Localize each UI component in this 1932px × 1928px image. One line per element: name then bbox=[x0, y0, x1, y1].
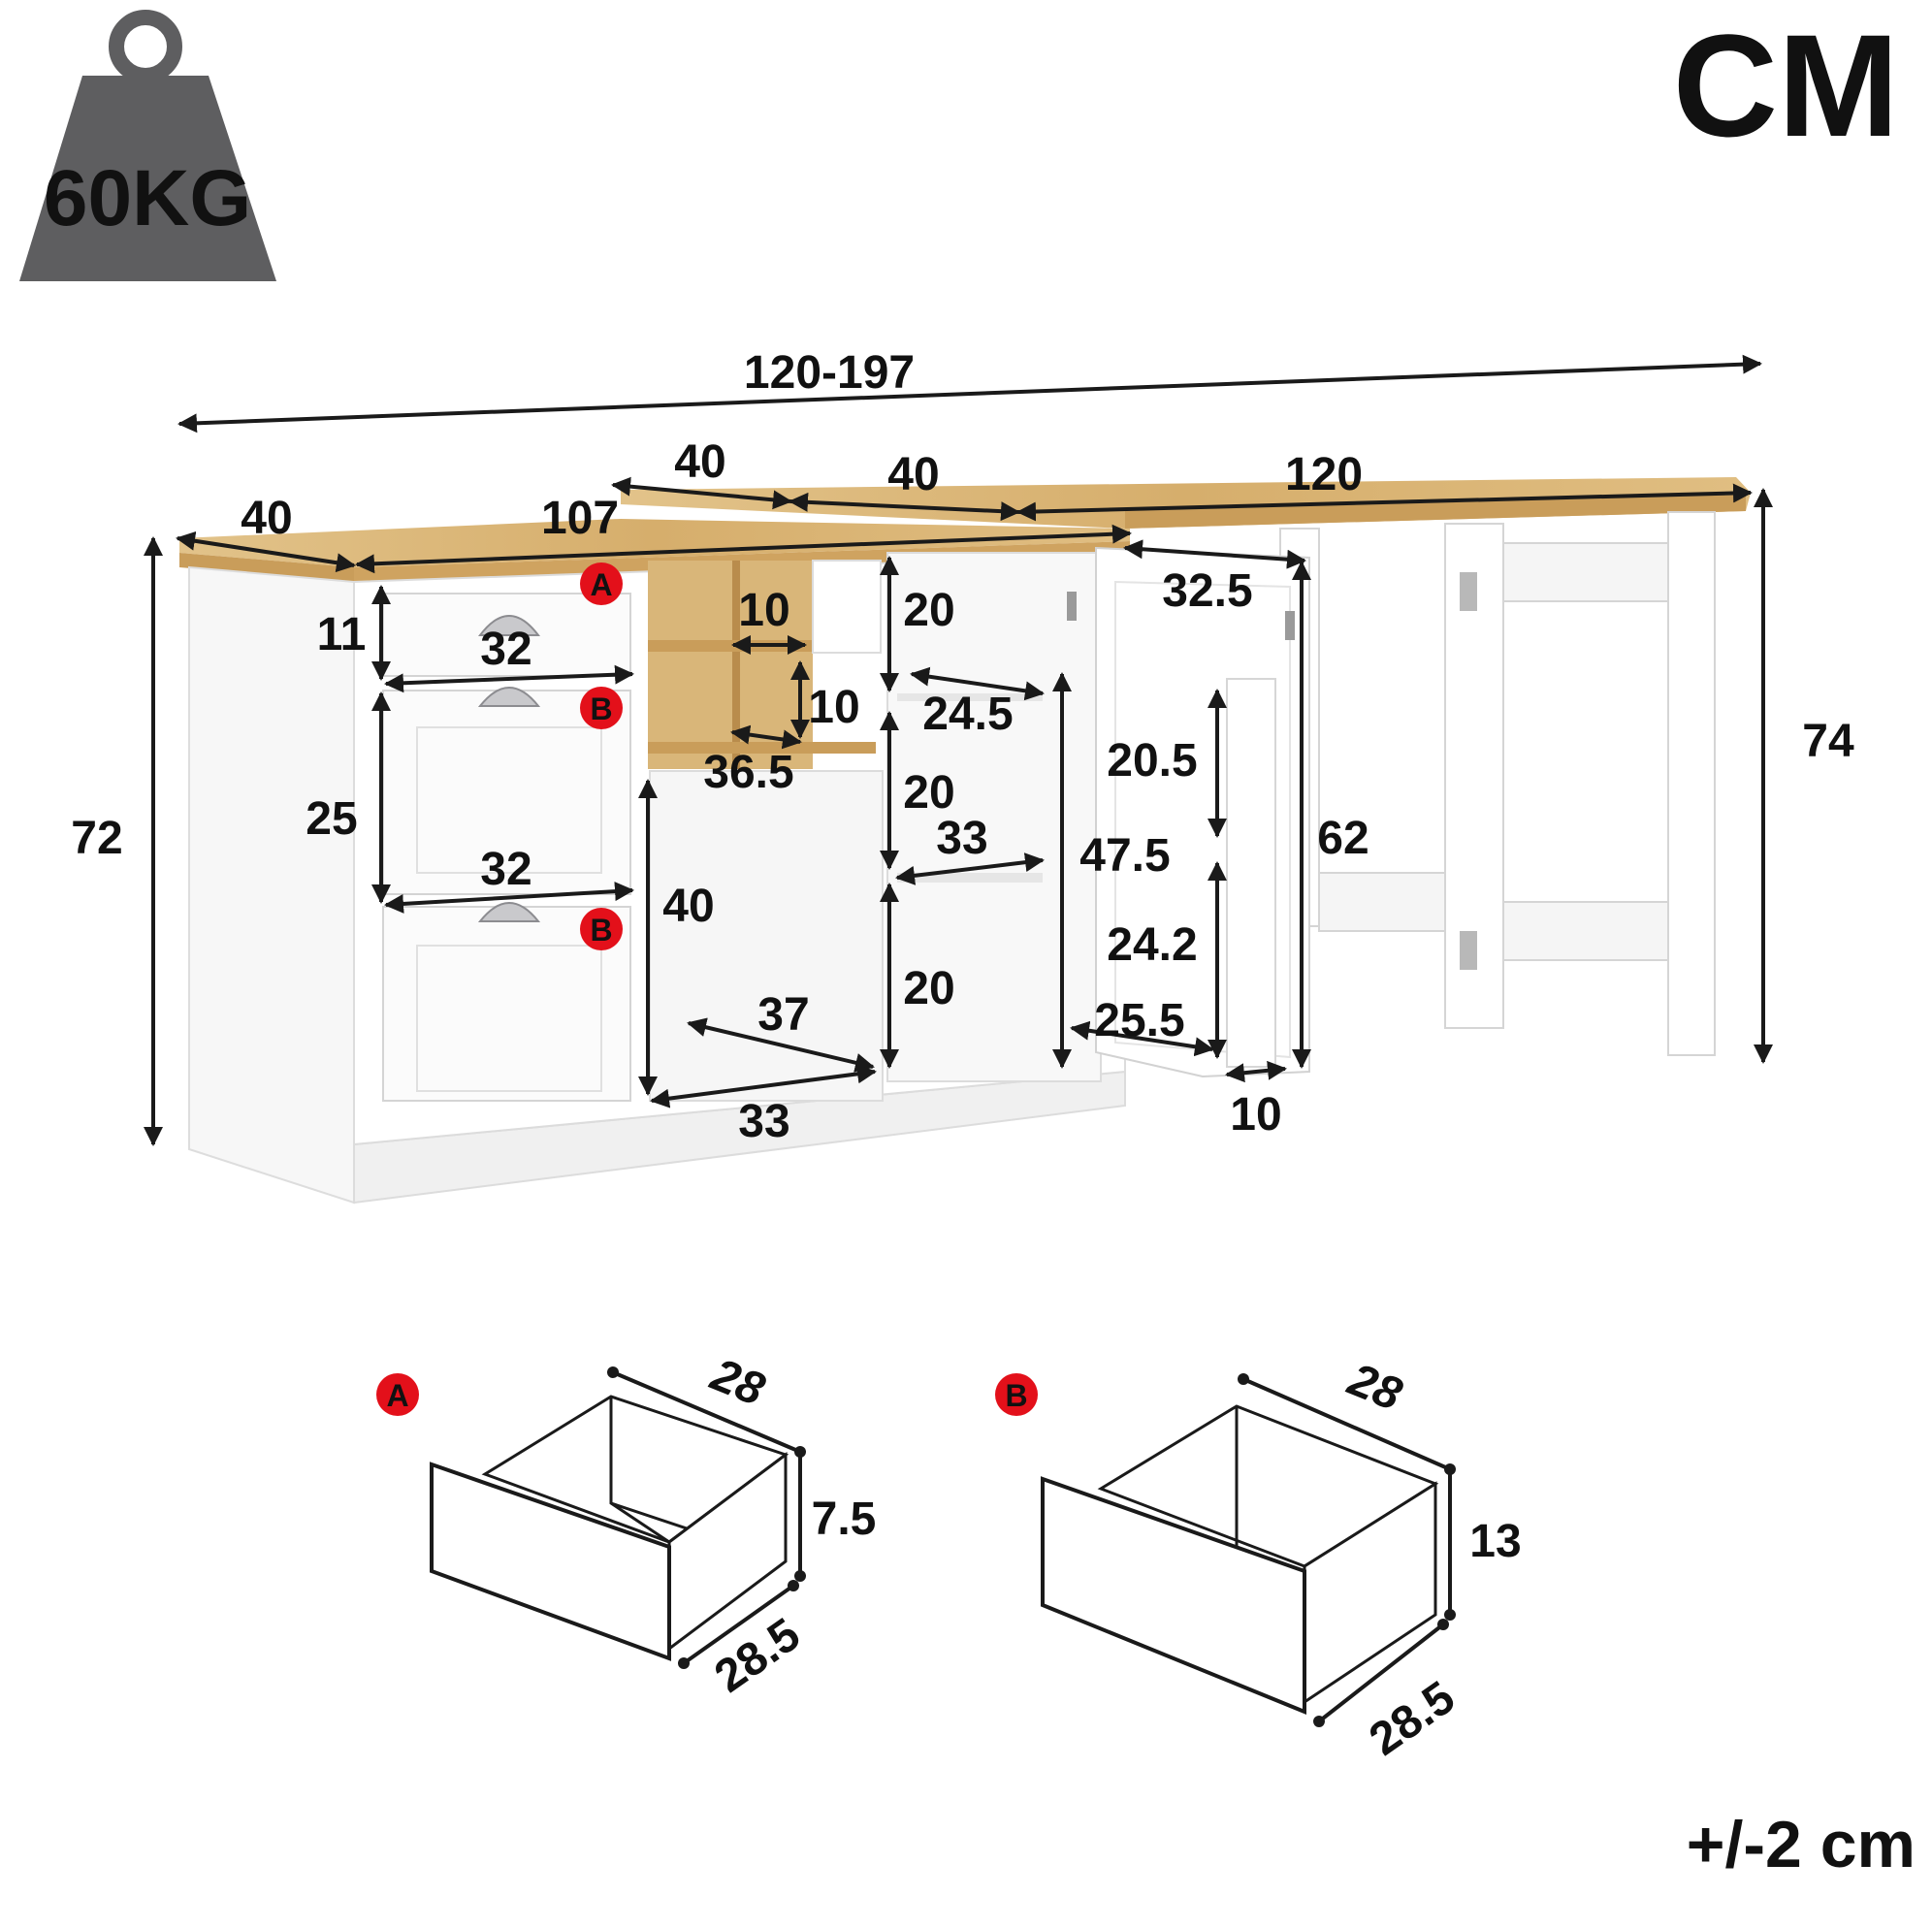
drawer-a-depth-label: 28 bbox=[703, 1349, 772, 1417]
door-width-label: 32.5 bbox=[1162, 565, 1252, 617]
shelf-gap-mid-label: 20 bbox=[903, 767, 954, 819]
drawer-b-detail: B 28 13 28.5 bbox=[995, 1354, 1522, 1766]
open-width-label: 33 bbox=[738, 1096, 789, 1147]
svg-text:B: B bbox=[590, 691, 612, 726]
top-drawer-height-label: 11 bbox=[317, 609, 367, 660]
svg-text:A: A bbox=[386, 1378, 408, 1413]
door-height-label: 62 bbox=[1317, 813, 1368, 864]
desk-part-a-label: 40 bbox=[674, 436, 725, 488]
drawer-a-detail: A 28 7.5 28.5 bbox=[376, 1349, 876, 1703]
marker-a: A bbox=[580, 562, 623, 605]
mid-drawer-height-label: 25 bbox=[306, 793, 357, 845]
marker-b-bottom: B bbox=[580, 908, 623, 950]
cubby-height-label: 10 bbox=[808, 682, 859, 733]
marker-b-middle: B bbox=[580, 687, 623, 729]
desk-part-b-label: 40 bbox=[887, 449, 939, 500]
cabinet-height-label: 72 bbox=[71, 813, 122, 864]
door-inner-height-label: 47.5 bbox=[1079, 830, 1170, 882]
open-depth-label: 37 bbox=[757, 989, 809, 1041]
open-height-label: 40 bbox=[662, 881, 714, 932]
shelf-gap-bottom-label: 20 bbox=[903, 963, 954, 1014]
desk-length-label: 120 bbox=[1285, 449, 1363, 500]
cabinet-width-label: 107 bbox=[541, 493, 619, 544]
drawer-width-2-label: 32 bbox=[480, 844, 531, 895]
drawer-b-marker: B bbox=[995, 1373, 1038, 1416]
door-depth-label: 10 bbox=[1230, 1089, 1281, 1141]
door-shelf-gap-2-label: 24.2 bbox=[1107, 919, 1197, 971]
door-shelf-gap-1-label: 20.5 bbox=[1107, 735, 1197, 787]
svg-text:B: B bbox=[590, 913, 612, 948]
weight-icon: 60KG bbox=[19, 10, 276, 281]
cabinet-depth-label: 40 bbox=[241, 493, 292, 544]
shelf-depth-mid-label: 33 bbox=[936, 813, 987, 864]
door-shelf-width-label: 25.5 bbox=[1094, 995, 1184, 1046]
drawer-width-1-label: 32 bbox=[480, 624, 531, 675]
overall-width-label: 120-197 bbox=[744, 347, 915, 399]
drawer-b-width-label: 28.5 bbox=[1361, 1672, 1465, 1766]
tolerance-label: +/-2 cm bbox=[1687, 1808, 1916, 1881]
drawer-a-height-label: 7.5 bbox=[812, 1494, 877, 1545]
drawer-a-width-label: 28.5 bbox=[706, 1609, 810, 1703]
shelf-gap-top-label: 20 bbox=[903, 585, 954, 636]
drawer-a-marker: A bbox=[376, 1373, 419, 1416]
drawer-b-depth-label: 28 bbox=[1340, 1354, 1409, 1422]
cabinet-markers: A B B bbox=[580, 562, 623, 950]
svg-text:B: B bbox=[1005, 1378, 1027, 1413]
svg-text:A: A bbox=[590, 567, 612, 602]
shelf-depth-top-label: 24.5 bbox=[922, 689, 1013, 740]
drawer-b-height-label: 13 bbox=[1469, 1516, 1521, 1567]
cubby-depth-label: 36.5 bbox=[703, 747, 793, 798]
cubby-width-label: 10 bbox=[738, 585, 789, 636]
weight-label: 60KG bbox=[44, 154, 251, 242]
dimension-labels: 120-197 40 107 40 40 120 72 74 62 32.5 1… bbox=[71, 347, 1854, 1147]
desk-height-label: 74 bbox=[1802, 716, 1854, 767]
unit-label: CM bbox=[1673, 4, 1899, 167]
dimension-lines bbox=[144, 354, 1773, 1146]
